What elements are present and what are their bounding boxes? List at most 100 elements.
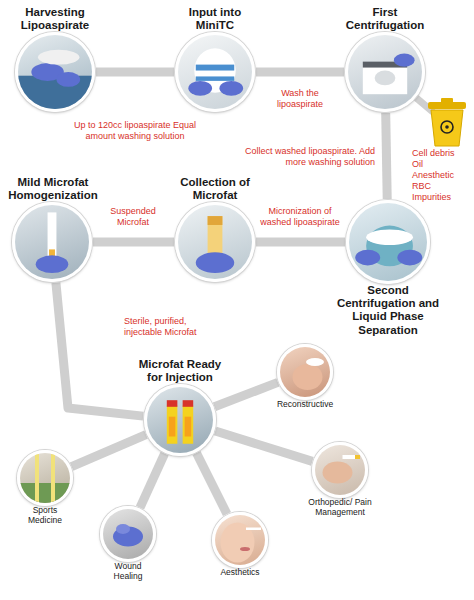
photo-illustration <box>315 445 365 495</box>
photo-shape <box>208 216 223 225</box>
photo-shape <box>56 72 80 87</box>
waste-list: Cell debris Oil Anesthetic RBC Impuritie… <box>412 148 466 203</box>
photo-shape <box>355 455 360 459</box>
biohazard-sign <box>441 121 453 133</box>
edge-label: Micronization of washed lipoaspirate <box>252 206 348 228</box>
photo-shape <box>183 405 194 443</box>
connector-bar <box>197 453 228 514</box>
photo-illustration <box>18 35 92 109</box>
step-circle: Microfat Ready for Injection <box>144 384 216 456</box>
step-circle: Mild Microfat Homogenization <box>12 202 92 282</box>
connector-bar <box>140 454 165 508</box>
step-circle: Input into MiniTC <box>175 32 255 112</box>
photo-fill <box>103 509 153 559</box>
connector-bar <box>96 68 174 77</box>
step-circle: Aesthetics <box>212 512 268 568</box>
step-heading: Mild Microfat Homogenization <box>3 176 103 202</box>
step-heading: Harvesting Lipoaspirate <box>5 6 105 32</box>
bin-body <box>431 110 463 146</box>
photo-shape <box>51 453 55 503</box>
biohazard-dot <box>445 125 449 129</box>
photo-shape <box>240 547 250 551</box>
connector-bar <box>56 283 143 416</box>
edge-label: Suspended Microfat <box>98 206 168 228</box>
photo-illustration <box>348 35 422 109</box>
connector-bar <box>215 382 278 406</box>
photo-illustration <box>103 509 153 559</box>
step-heading: Collection of Microfat <box>165 176 265 202</box>
photo-fill <box>348 35 422 109</box>
photo-shape <box>363 65 407 95</box>
photo-shape <box>185 417 192 437</box>
step-circle: Second Centrifugation and Liquid Phase S… <box>346 200 430 284</box>
photo-illustration <box>215 515 265 565</box>
photo-shape <box>20 483 70 503</box>
photo-fill <box>280 347 330 397</box>
connector-bar <box>386 113 388 199</box>
connector-bar <box>215 431 312 461</box>
biohazard-bin <box>428 98 466 146</box>
photo-fill <box>18 35 92 109</box>
photo-shape <box>196 65 234 71</box>
photo-shape <box>397 250 422 266</box>
photo-shape <box>375 71 396 86</box>
photo-fill <box>15 205 89 279</box>
step-heading: Second Centrifugation and Liquid Phase S… <box>332 284 444 337</box>
application-label: Reconstructive <box>260 400 350 410</box>
photo-illustration <box>20 453 70 503</box>
photo-illustration <box>349 203 427 281</box>
step-circle: First Centrifugation <box>345 32 425 112</box>
photo-shape <box>38 50 79 65</box>
step-circle: Harvesting Lipoaspirate <box>15 32 95 112</box>
photo-illustration <box>15 205 89 279</box>
step-circle: Collection of Microfat <box>175 202 255 282</box>
photo-shape <box>188 81 212 96</box>
application-label: Sports Medicine <box>17 506 73 526</box>
edge-label: Up to 120cc lipoaspirate Equal amount wa… <box>73 120 198 142</box>
edge-label: Sterile, purified, injectable Microfat <box>124 316 216 338</box>
photo-shape <box>167 400 178 407</box>
connector-bar <box>256 68 344 77</box>
photo-shape <box>116 524 130 534</box>
photo-shape <box>196 252 234 273</box>
photo-shape <box>183 400 194 407</box>
photo-shape <box>355 250 380 266</box>
photo-shape <box>36 255 69 273</box>
photo-fill <box>178 205 252 279</box>
edge-label: Collect washed lipoaspirate. Add more wa… <box>239 146 375 168</box>
photo-illustration <box>178 205 252 279</box>
photo-illustration <box>178 35 252 109</box>
connector-bar <box>72 435 146 467</box>
photo-shape <box>246 528 261 531</box>
step-heading: First Centrifugation <box>335 6 435 32</box>
photo-shape <box>196 76 234 80</box>
photo-shape <box>366 230 413 246</box>
photo-shape <box>293 364 323 390</box>
photo-shape <box>219 81 243 96</box>
step-circle: Orthopedic/ Pain Management <box>312 442 368 498</box>
edge-label: Wash the lipoaspirate <box>260 88 340 110</box>
photo-illustration <box>280 347 330 397</box>
photo-fill <box>147 387 213 453</box>
connector-bar <box>256 238 345 247</box>
step-circle: Reconstructive <box>277 344 333 400</box>
photo-fill <box>215 515 265 565</box>
photo-fill <box>349 203 427 281</box>
connector-bar <box>93 238 174 247</box>
photo-shape <box>169 417 176 437</box>
bin-handle <box>441 98 453 103</box>
photo-fill <box>178 35 252 109</box>
application-label: Aesthetics <box>205 568 275 578</box>
photo-shape <box>35 453 39 503</box>
photo-fill <box>20 453 70 503</box>
step-heading: Input into MiniTC <box>175 6 255 32</box>
step-circle: Wound Healing <box>100 506 156 562</box>
application-label: Orthopedic/ Pain Management <box>300 498 380 518</box>
step-circle: Sports Medicine <box>17 450 73 506</box>
photo-shape <box>394 54 415 67</box>
photo-shape <box>18 76 92 109</box>
photo-fill <box>315 445 365 495</box>
bin-lid <box>428 102 466 109</box>
